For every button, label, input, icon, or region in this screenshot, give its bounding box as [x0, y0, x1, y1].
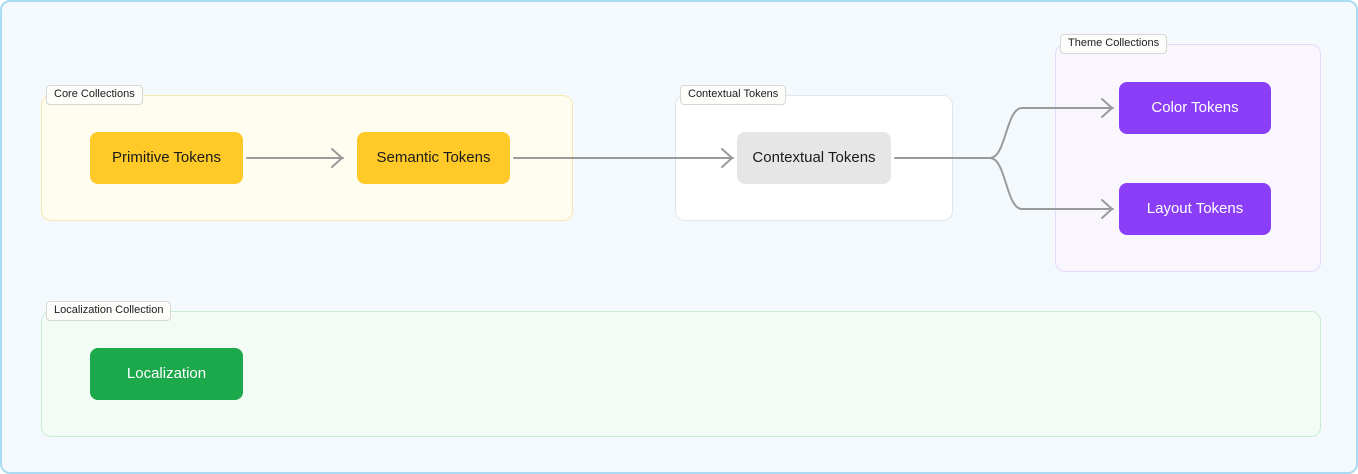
group-label-localization-collection: Localization Collection: [46, 301, 172, 321]
group-localization-collection[interactable]: Localization Collection: [41, 301, 1321, 437]
group-label-core-collections: Core Collections: [46, 85, 143, 105]
group-theme-collections[interactable]: Theme Collections: [1055, 34, 1321, 272]
node-layout-tokens[interactable]: Layout Tokens: [1119, 183, 1271, 235]
node-primitive-tokens[interactable]: Primitive Tokens: [90, 132, 243, 184]
group-label-theme-collections: Theme Collections: [1060, 34, 1168, 54]
node-contextual-tokens[interactable]: Contextual Tokens: [737, 132, 891, 184]
node-semantic-tokens[interactable]: Semantic Tokens: [357, 132, 510, 184]
node-localization[interactable]: Localization: [90, 348, 243, 400]
node-color-tokens[interactable]: Color Tokens: [1119, 82, 1271, 134]
group-label-contextual-tokens: Contextual Tokens: [680, 85, 787, 105]
